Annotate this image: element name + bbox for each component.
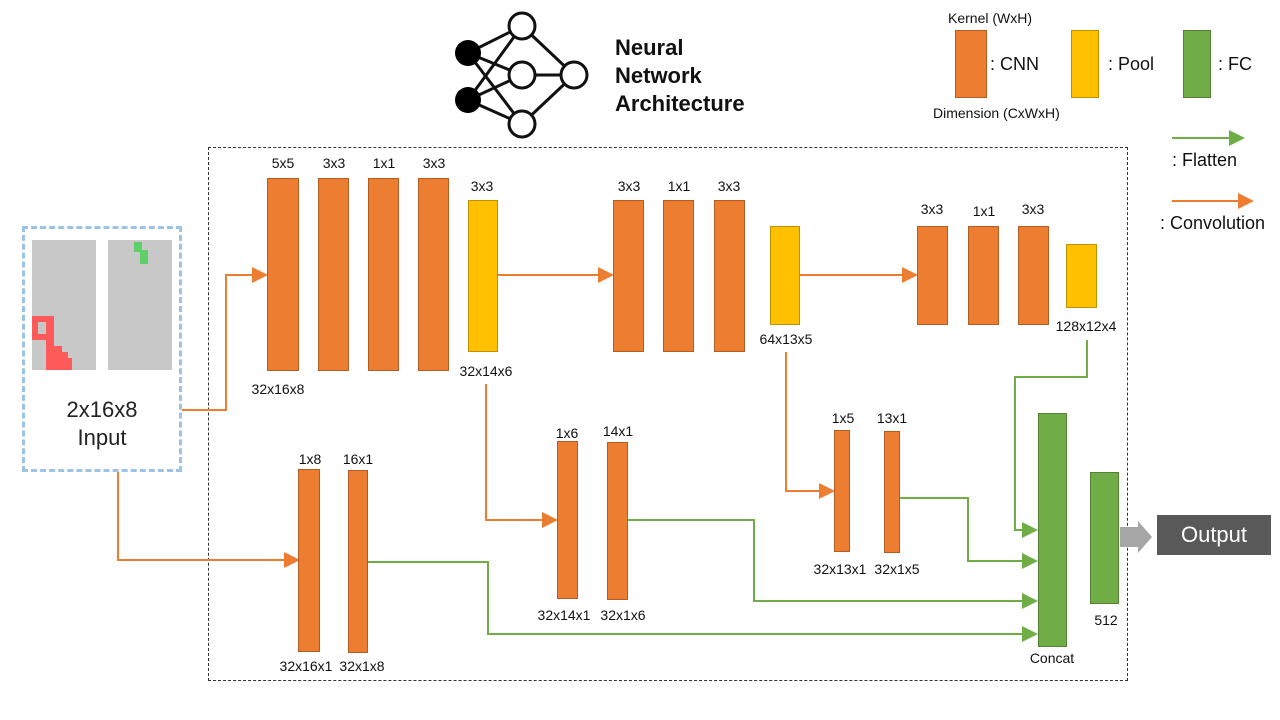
dimension-label: 64x13x5 — [759, 331, 813, 347]
title-line: Neural — [615, 35, 684, 60]
flatten-arrow — [628, 519, 1038, 609]
conv-layer — [298, 469, 320, 652]
kernel-label: 1x1 — [667, 178, 691, 194]
input-channel-1-image — [32, 240, 96, 370]
dimension-label: 32x16x1 — [279, 658, 333, 674]
kernel-label: 3x3 — [1021, 201, 1045, 217]
input-box — [22, 226, 182, 472]
legend-fc-swatch — [1183, 30, 1211, 98]
page-title: Neural Network Architecture — [615, 34, 745, 118]
conv-arrow — [785, 352, 835, 499]
input-text-label: Input — [77, 425, 127, 450]
kernel-label: 14x1 — [602, 423, 634, 439]
input-label: 2x16x8 Input — [22, 396, 182, 452]
fc-layer — [1090, 472, 1119, 604]
kernel-label: 3x3 — [920, 201, 944, 217]
kernel-label: 13x1 — [876, 410, 908, 426]
dimension-label: 128x12x4 — [1055, 318, 1117, 334]
flatten-arrow — [368, 561, 1038, 642]
conv-layer — [1018, 226, 1049, 325]
kernel-label: 3x3 — [717, 178, 741, 194]
conv-layer — [714, 200, 745, 352]
conv-layer — [607, 442, 628, 600]
dimension-label: 32x13x1 — [813, 561, 867, 577]
dimension-label: 32x1x8 — [339, 658, 385, 674]
conv-layer — [968, 226, 999, 325]
kernel-label: 16x1 — [342, 451, 374, 467]
kernel-label: 5x5 — [271, 155, 295, 171]
dimension-label: 32x14x6 — [459, 363, 513, 379]
output-arrow — [1120, 521, 1152, 553]
dimension-label: 32x1x5 — [874, 561, 920, 577]
kernel-label: 3x3 — [422, 155, 446, 171]
input-dim-label: 2x16x8 — [66, 397, 138, 422]
neural-network-icon — [455, 11, 589, 139]
legend-flatten-label: : Flatten — [1172, 150, 1238, 170]
conv-layer — [368, 178, 399, 371]
pool-layer — [1066, 244, 1097, 308]
conv-layer — [348, 470, 368, 653]
title-line: Architecture — [615, 91, 745, 116]
pool-layer — [468, 200, 498, 352]
dimension-label: 32x1x6 — [600, 607, 646, 623]
conv-layer — [884, 431, 900, 553]
output-box: Output — [1157, 515, 1271, 555]
kernel-label: 3x3 — [322, 155, 346, 171]
dimension-label: 32x14x1 — [537, 607, 591, 623]
kernel-label: 1x6 — [555, 425, 579, 441]
flatten-arrow — [900, 497, 1038, 569]
legend-cnn-label: : CNN — [990, 54, 1039, 74]
legend-convolution-label: : Convolution — [1160, 213, 1266, 233]
legend-pool-label: : Pool — [1108, 54, 1155, 74]
legend-kernel-label: Kernel (WxH) — [948, 10, 1033, 26]
legend-dimension-label: Dimension (CxWxH) — [933, 105, 1060, 121]
conv-layer — [613, 200, 644, 352]
legend-fc-label: : FC — [1218, 54, 1252, 74]
kernel-label: 3x3 — [617, 178, 641, 194]
kernel-label: 1x1 — [972, 203, 996, 219]
network-frame — [208, 147, 1128, 681]
kernel-label: 1x1 — [372, 155, 396, 171]
kernel-label: 1x8 — [298, 451, 322, 467]
conv-layer — [917, 226, 948, 325]
conv-arrow — [182, 267, 268, 411]
conv-layer — [834, 430, 850, 552]
legend-cnn-swatch — [955, 30, 987, 98]
concat-layer — [1038, 413, 1067, 647]
conv-arrow — [485, 384, 558, 528]
conv-layer — [318, 178, 349, 371]
conv-layer — [418, 178, 449, 371]
pool-layer — [770, 226, 800, 325]
kernel-label: 3x3 — [470, 178, 494, 194]
flatten-arrow — [1014, 340, 1088, 538]
kernel-label: 1x5 — [831, 410, 855, 426]
conv-layer — [663, 200, 694, 352]
conv-arrow — [117, 472, 300, 568]
title-line: Network — [615, 63, 702, 88]
input-channel-2-image — [108, 240, 172, 370]
dimension-label: 32x16x8 — [251, 381, 305, 397]
concat-label: Concat — [1029, 650, 1075, 666]
fc-size-label: 512 — [1094, 612, 1118, 628]
conv-layer — [267, 178, 299, 371]
legend-pool-swatch — [1071, 30, 1099, 98]
conv-layer — [557, 441, 578, 599]
